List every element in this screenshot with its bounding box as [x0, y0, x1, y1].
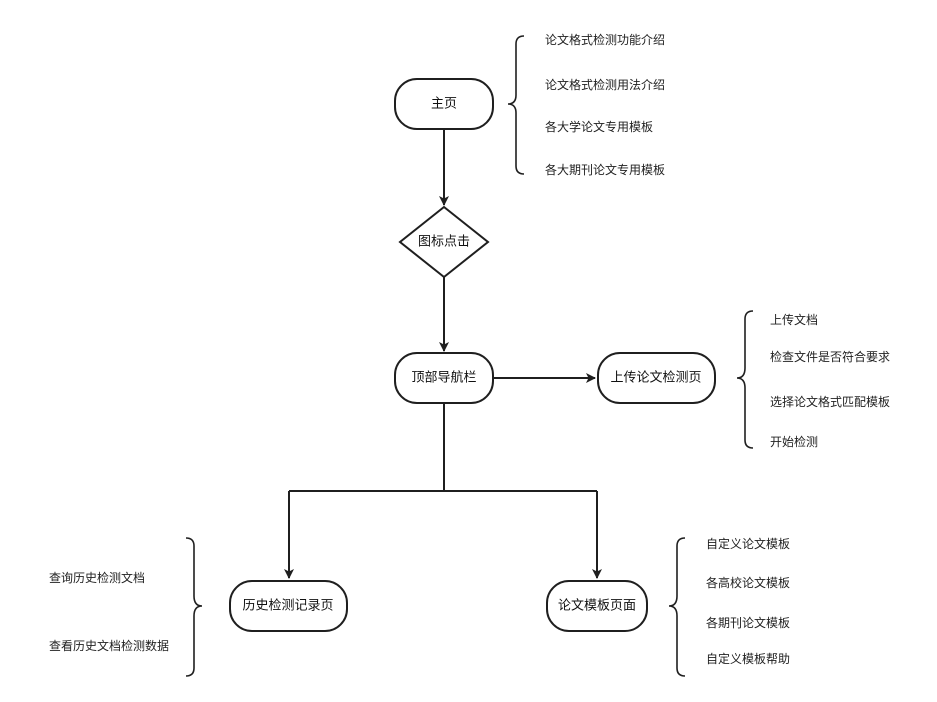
history-notes: 查询历史检测文档 查看历史文档检测数据 [49, 570, 169, 653]
upload-notes: 上传文档 检查文件是否符合要求 选择论文格式匹配模板 开始检测 [770, 312, 890, 449]
brace-upload-notes [736, 310, 754, 449]
node-upload-page-label: 上传论文检测页 [610, 371, 701, 386]
node-history-page: 历史检测记录页 [229, 580, 348, 632]
node-top-nav-label: 顶部导航栏 [411, 370, 476, 386]
node-upload-page: 上传论文检测页 [597, 352, 716, 404]
home-note: 各大期刊论文专用模板 [545, 162, 665, 177]
home-notes: 论文格式检测功能介绍 论文格式检测用法介绍 各大学论文专用模板 各大期刊论文专用… [545, 32, 665, 177]
template-note: 各期刊论文模板 [706, 615, 790, 630]
node-template-page: 论文模板页面 [546, 580, 648, 632]
node-icon-click-label: 图标点击 [418, 235, 470, 250]
upload-note: 选择论文格式匹配模板 [770, 394, 890, 409]
node-template-page-label: 论文模板页面 [558, 599, 636, 614]
template-notes: 自定义论文模板 各高校论文模板 各期刊论文模板 自定义模板帮助 [706, 536, 790, 666]
history-note: 查看历史文档检测数据 [49, 638, 169, 653]
template-note: 自定义论文模板 [706, 536, 790, 551]
node-top-nav: 顶部导航栏 [394, 352, 494, 404]
brace-home-notes [507, 35, 525, 175]
brace-history-notes [185, 537, 203, 677]
node-home: 主页 [394, 78, 494, 130]
home-note: 论文格式检测功能介绍 [545, 32, 665, 47]
history-note: 查询历史检测文档 [49, 570, 145, 585]
node-icon-click: 图标点击 [398, 205, 490, 279]
upload-note: 开始检测 [770, 434, 818, 449]
node-home-label: 主页 [431, 97, 457, 112]
home-note: 论文格式检测用法介绍 [545, 77, 665, 92]
template-note: 各高校论文模板 [706, 575, 790, 590]
template-note: 自定义模板帮助 [706, 651, 790, 666]
brace-template-notes [668, 537, 686, 677]
home-note: 各大学论文专用模板 [545, 119, 653, 134]
upload-note: 上传文档 [770, 312, 818, 327]
upload-note: 检查文件是否符合要求 [770, 349, 890, 364]
node-history-page-label: 历史检测记录页 [242, 599, 333, 614]
